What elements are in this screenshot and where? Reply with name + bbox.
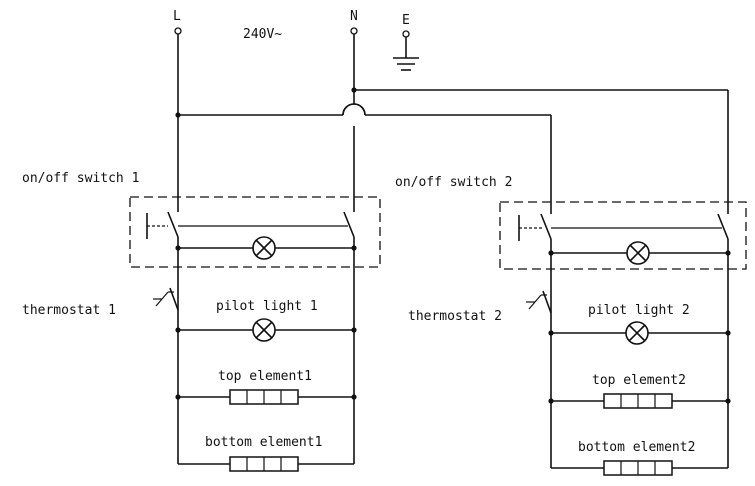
bottom-element2-label: bottom element2 [578, 440, 695, 455]
switch1-lamp-icon [252, 236, 276, 260]
switch1-enclosure [129, 196, 381, 268]
supply-wiring [177, 34, 729, 214]
live-label: L [173, 9, 181, 24]
junction-dot [351, 87, 357, 93]
top-element1-icon [229, 389, 299, 405]
switch2-enclosure [499, 201, 747, 270]
junction-dot [725, 250, 731, 256]
junction-dot [175, 394, 181, 400]
bottom-element2-icon [603, 460, 673, 476]
thermostat2-icon [526, 290, 552, 314]
bottom-element1-label: bottom element1 [205, 435, 322, 450]
junction-dot [175, 112, 181, 118]
earth-label: E [402, 13, 410, 28]
top-element2-icon [603, 393, 673, 409]
neutral-terminal [350, 27, 358, 35]
neutral-label: N [350, 9, 358, 24]
junction-dot [725, 330, 731, 336]
earth-terminal [402, 30, 410, 38]
junction-dot [548, 250, 554, 256]
switch2-lamp-icon [626, 241, 650, 265]
thermostat2-label: thermostat 2 [408, 309, 502, 324]
junction-dot [548, 398, 554, 404]
pilot-light2-icon [625, 321, 649, 345]
junction-dot [351, 327, 357, 333]
switch1-label: on/off switch 1 [22, 171, 139, 186]
thermostat1-label: thermostat 1 [22, 303, 116, 318]
pilot1-label: pilot light 1 [216, 299, 318, 314]
top-element2-label: top element2 [592, 373, 686, 388]
earth-symbol [393, 37, 419, 71]
live-terminal [174, 27, 182, 35]
switch1-contacts [146, 211, 355, 464]
pilot2-label: pilot light 2 [588, 303, 690, 318]
switch2-label: on/off switch 2 [395, 175, 512, 190]
junction-dot [351, 245, 357, 251]
junction-dot [351, 394, 357, 400]
thermostat1-icon [153, 287, 179, 311]
junction-dot [725, 398, 731, 404]
voltage-label: 240V~ [243, 27, 282, 42]
top-element1-label: top element1 [218, 369, 312, 384]
bottom-element1-icon [229, 456, 299, 472]
pilot-light1-icon [252, 318, 276, 342]
junction-dot [175, 245, 181, 251]
